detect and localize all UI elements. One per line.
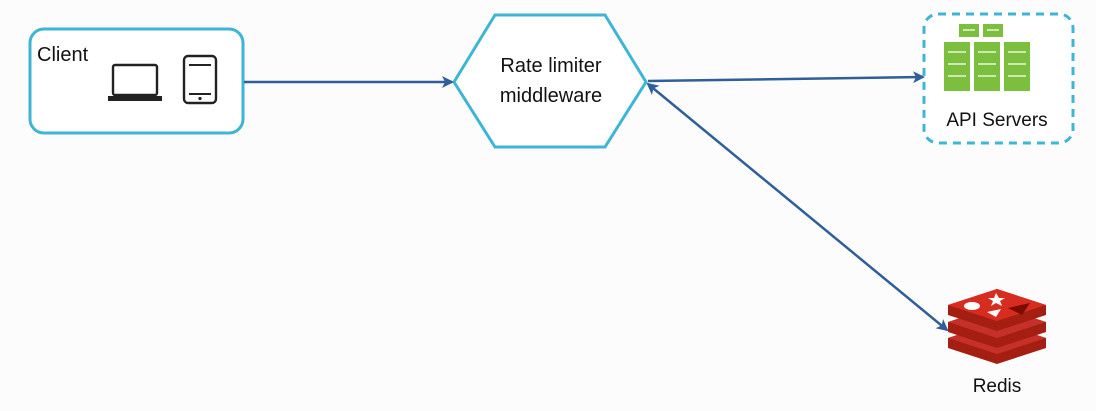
rate-limiter-hexagon xyxy=(452,13,648,149)
client-node[interactable]: Client xyxy=(28,27,245,135)
redis-node[interactable]: Redis xyxy=(948,289,1046,397)
client-label: Client xyxy=(37,44,89,66)
rate-limiter-label-line2: middleware xyxy=(500,85,602,107)
arrow-rate-limiter-to-api-servers xyxy=(647,71,925,84)
tablet-icon xyxy=(182,54,218,105)
api-servers-label: API Servers xyxy=(946,110,1047,131)
redis-label: Redis xyxy=(973,376,1022,397)
arrow-rate-limiter-redis xyxy=(646,82,949,332)
rate-limiter-label-line1: Rate limiter xyxy=(500,55,601,77)
redis-logo-icon xyxy=(948,289,1046,364)
rate-limiter-node[interactable]: Rate limiter middleware xyxy=(452,13,648,149)
server-rack-icon xyxy=(944,24,1030,91)
api-servers-node[interactable]: API Servers xyxy=(922,12,1075,145)
laptop-icon xyxy=(108,63,162,101)
